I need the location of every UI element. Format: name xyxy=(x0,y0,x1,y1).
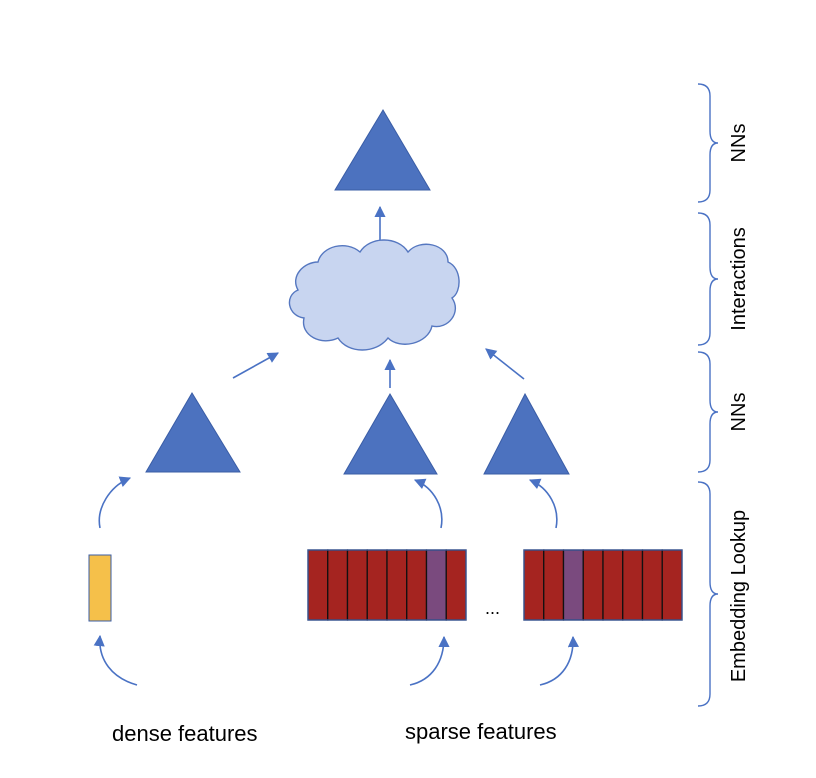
arrow-sparse-label-to-table2 xyxy=(539,635,579,686)
bracket-nns-top xyxy=(697,83,719,203)
side-label-nns-top: NNs xyxy=(728,124,750,163)
embedding-table-2 xyxy=(523,549,683,621)
embedding-table-border xyxy=(523,549,683,621)
sparse-features-label: sparse features xyxy=(405,719,557,744)
embedding-cell xyxy=(582,549,604,621)
arrow-sparse1-to-nn xyxy=(413,478,443,529)
embedding-table-border xyxy=(307,549,467,621)
dense-feature-bar xyxy=(88,554,112,622)
arrow-right-nn-to-cloud xyxy=(485,348,525,380)
embedding-cell xyxy=(661,549,683,621)
embedding-cell xyxy=(406,549,428,621)
embedding-cell xyxy=(366,549,388,621)
embedding-cell xyxy=(641,549,663,621)
arrow-dense-label-to-bar xyxy=(93,634,138,686)
ellipsis-text: ... xyxy=(485,598,500,618)
side-label-interactions: Interactions xyxy=(728,227,750,330)
embedding-cell xyxy=(523,549,545,621)
embedding-cell-selected xyxy=(425,549,447,621)
sparse-nn-triangle-2 xyxy=(483,392,570,475)
embedding-table-1 xyxy=(307,549,467,621)
dense-nn-triangle xyxy=(145,392,241,473)
embedding-cell-selected xyxy=(562,549,584,621)
embedding-cell xyxy=(386,549,408,621)
embedding-cell xyxy=(622,549,644,621)
arrow-sparse-label-to-table1 xyxy=(409,635,450,686)
interactions-cloud xyxy=(288,239,460,351)
arrow-dense-to-nn xyxy=(98,476,132,529)
embedding-cell xyxy=(346,549,368,621)
bracket-nns-mid xyxy=(697,351,719,473)
dense-features-label: dense features xyxy=(112,721,258,746)
bracket-embedding xyxy=(697,481,719,707)
embedding-cell xyxy=(543,549,565,621)
side-label-nns-mid: NNs xyxy=(728,393,750,432)
side-label-embedding-lookup: Embedding Lookup xyxy=(728,510,750,682)
sparse-nn-triangle-1 xyxy=(343,393,438,475)
embedding-cell xyxy=(327,549,349,621)
embedding-cell xyxy=(445,549,467,621)
embedding-cell xyxy=(307,549,329,621)
embedding-cell xyxy=(602,549,624,621)
arrow-sparse2-to-nn xyxy=(528,478,558,529)
top-nn-triangle xyxy=(334,109,431,191)
arrow-left-nn-to-cloud xyxy=(232,352,279,379)
bracket-interactions xyxy=(697,212,719,346)
